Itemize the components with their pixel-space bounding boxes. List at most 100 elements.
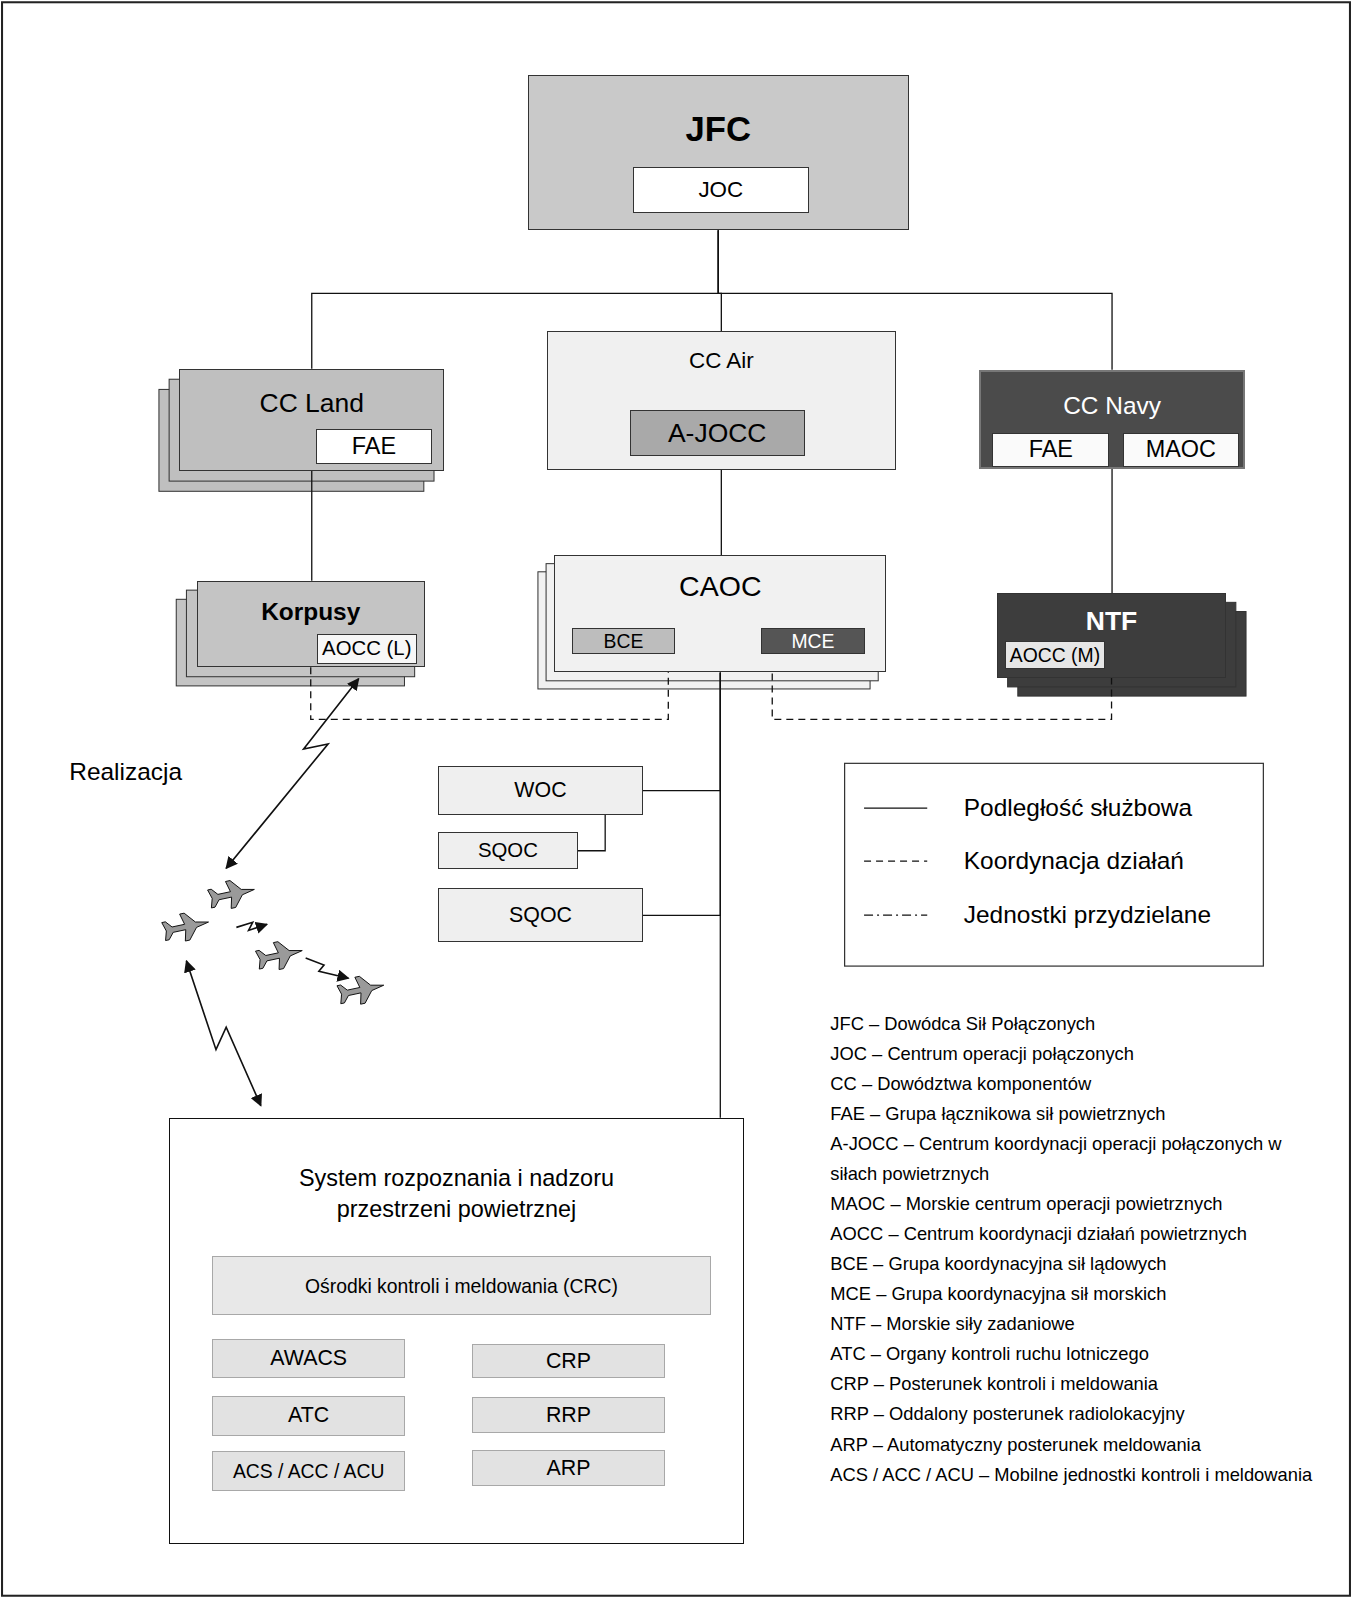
abbreviation: NTF – Morskie siły zadaniowe — [830, 1309, 1321, 1339]
aircraft — [255, 937, 306, 973]
connector — [721, 470, 722, 556]
abbreviation: MAOC – Morskie centrum operacji powietrz… — [830, 1189, 1321, 1219]
org-box: RRP — [472, 1397, 666, 1434]
node-label: FAE — [1029, 436, 1073, 463]
legend-text: Koordynacja działań — [964, 846, 1184, 877]
connector — [578, 815, 606, 851]
org-box: SQOC — [438, 888, 643, 942]
aircraft — [207, 876, 258, 912]
abbreviation: A-JOCC – Centrum koordynacji operacji po… — [830, 1129, 1321, 1189]
node-label: JOC — [698, 177, 743, 203]
radio-link — [306, 958, 349, 978]
org-box: BCE — [572, 628, 676, 654]
org-box: Ośrodki kontroli i meldowania (CRC) — [212, 1256, 711, 1315]
node-label: BCE — [604, 630, 644, 652]
node-label: NTF — [998, 594, 1224, 639]
connector — [1111, 469, 1112, 593]
legend-line — [864, 860, 927, 861]
abbreviation-list: JFC – Dowódca Sił PołączonychJOC – Centr… — [830, 1009, 1321, 1490]
org-box: CRP — [472, 1344, 666, 1379]
node-label: CC Land — [180, 370, 443, 421]
legend-sample — [861, 855, 932, 867]
connector — [643, 672, 720, 915]
org-box: ARP — [472, 1450, 666, 1487]
node-label: Korpusy — [198, 582, 424, 628]
org-box: FAE — [992, 433, 1109, 467]
node-label: AOCC (L) — [322, 637, 411, 660]
org-box: SQOC — [438, 832, 578, 869]
org-box: FAE — [316, 429, 432, 464]
node-label: ATC — [288, 1403, 329, 1428]
org-box: MCE — [761, 628, 865, 654]
legend-line — [864, 807, 927, 808]
org-box: CC NavyFAE MAOC — [979, 370, 1245, 469]
legend-line — [864, 914, 927, 915]
org-box: AOCC (M) — [1005, 641, 1106, 670]
org-box: CC LandFAE — [179, 369, 444, 471]
node-label: ACS / ACC / ACU — [233, 1460, 385, 1482]
aircraft — [161, 909, 212, 945]
legend-text: Podległość służbowa — [964, 793, 1192, 824]
legend-sample — [861, 909, 932, 921]
org-box: NTF AOCC (M) — [997, 593, 1225, 678]
node-label: WOC — [514, 778, 566, 803]
org-box: WOC — [438, 766, 643, 815]
abbreviation: FAE – Grupa łącznikowa sił powietrznych — [830, 1099, 1321, 1129]
node-label: Ośrodki kontroli i meldowania (CRC) — [305, 1275, 618, 1297]
node-label: MAOC — [1146, 436, 1216, 463]
node-label: CC Navy — [981, 372, 1243, 422]
node-label: JFC — [529, 76, 908, 152]
org-box: AOCC (L) — [317, 634, 417, 665]
legend-sample — [861, 802, 932, 814]
radio-link — [226, 679, 358, 869]
legend-frame — [845, 763, 1264, 966]
abbreviation: BCE – Grupa koordynacyjna sił lądowych — [830, 1249, 1321, 1279]
org-box: ATC — [212, 1396, 406, 1436]
abbreviation: ATC – Organy kontroli ruchu lotniczego — [830, 1339, 1321, 1369]
abbreviation: RRP – Oddalony posterunek radiolokacyjny — [830, 1399, 1321, 1429]
connector — [311, 471, 312, 581]
node-label: RRP — [546, 1403, 591, 1428]
abbreviation: CRP – Posterunek kontroli i meldowania — [830, 1369, 1321, 1399]
abbreviation: JOC – Centrum operacji połączonych — [830, 1039, 1321, 1069]
org-box: CAOC BCE MCE — [554, 555, 886, 672]
node-label: SQOC — [509, 903, 572, 928]
abbreviation: ACS / ACC / ACU – Mobilne jednostki kont… — [830, 1460, 1321, 1490]
annotation: Realizacja — [69, 758, 182, 786]
node-label: MCE — [791, 630, 834, 652]
node-label: AWACS — [270, 1346, 347, 1371]
org-box: MAOC — [1123, 433, 1239, 467]
aircraft — [336, 972, 387, 1008]
org-box: CC AirA-JOCC — [547, 331, 895, 470]
radio-link — [186, 961, 260, 1106]
org-box: ACS / ACC / ACU — [212, 1451, 406, 1491]
org-box: JFC JOC — [528, 75, 909, 230]
org-box: JOC — [633, 167, 809, 213]
connector — [720, 672, 721, 1117]
org-box: KorpusyAOCC (L) — [197, 581, 425, 668]
aircraft-group — [161, 876, 387, 1008]
connector — [643, 672, 720, 790]
node-label: ARP — [547, 1456, 591, 1481]
system-panel: System rozpoznania i nadzoru przestrzeni… — [169, 1118, 744, 1544]
org-box: AWACS — [212, 1339, 406, 1379]
node-label: CC Air — [548, 332, 894, 375]
node-label: CRP — [546, 1349, 591, 1374]
node-label: A-JOCC — [668, 418, 767, 448]
node-label: CAOC — [555, 556, 885, 605]
abbreviation: JFC – Dowódca Sił Połączonych — [830, 1009, 1321, 1039]
radio-link — [236, 922, 267, 930]
radio-links — [186, 679, 358, 1106]
abbreviation: ARP – Automatyczny posterunek meldowania — [830, 1430, 1321, 1460]
org-box: A-JOCC — [630, 410, 805, 457]
node-label: FAE — [352, 433, 396, 460]
node-label: SQOC — [478, 839, 538, 862]
legend-text: Jednostki przydzielane — [964, 900, 1211, 931]
abbreviation: AOCC – Centrum koordynacji działań powie… — [830, 1219, 1321, 1249]
abbreviation: MCE – Grupa koordynacyjna sił morskich — [830, 1279, 1321, 1309]
abbreviation: CC – Dowództwa komponentów — [830, 1069, 1321, 1099]
node-label: System rozpoznania i nadzoru przestrzeni… — [242, 1119, 670, 1225]
node-label: AOCC (M) — [1010, 644, 1100, 666]
